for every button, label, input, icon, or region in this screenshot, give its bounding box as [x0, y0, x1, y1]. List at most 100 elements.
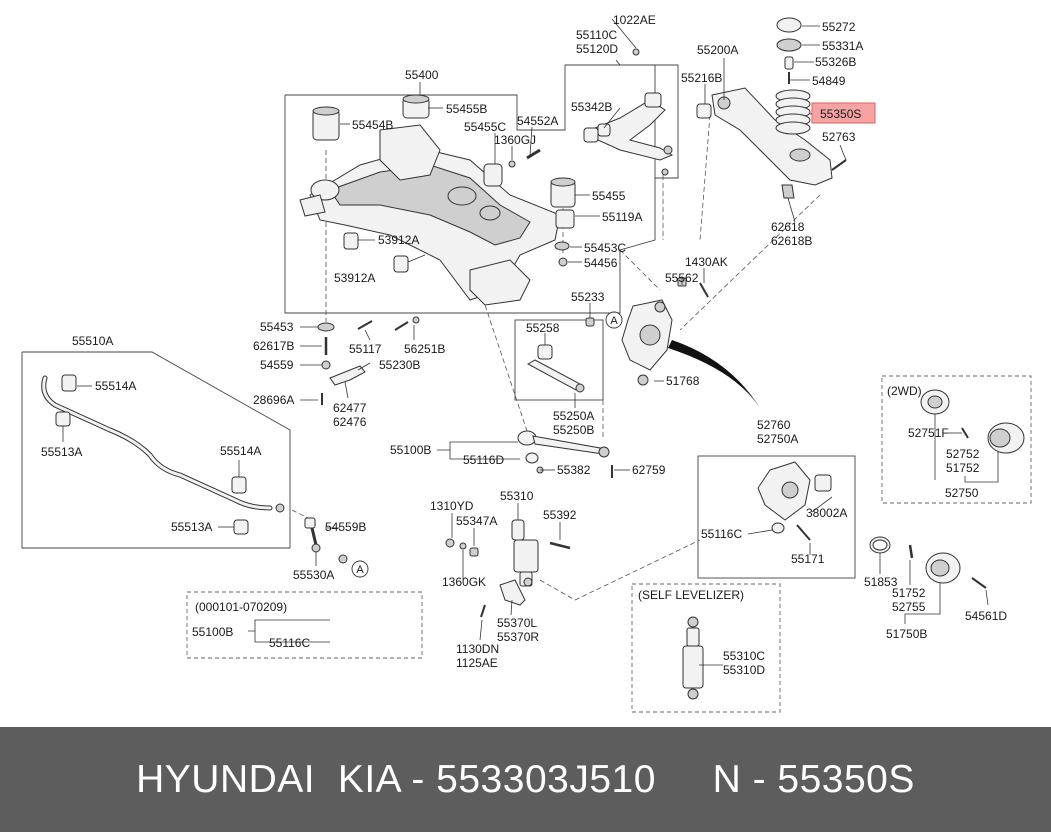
part-label: 55370R: [497, 630, 539, 644]
date-range-label: (000101-070209): [195, 600, 287, 614]
part-label: 55562: [665, 271, 699, 285]
part-label: 1310YD: [430, 499, 474, 513]
part-label: 52763: [822, 130, 856, 144]
part-label: 54849: [812, 74, 846, 88]
date-range-frame: [186, 591, 423, 659]
washer-55453C: [554, 241, 570, 251]
upper-arm-frame: [568, 64, 679, 179]
part-label: 55347A: [456, 514, 497, 528]
part-labels: 1022AE 55272 55331A 55326B 54849 55350S …: [41, 13, 1007, 677]
bushing-55454B: [312, 106, 340, 141]
part-label: 52752: [946, 447, 980, 461]
callout-a-knuckle-text: A: [610, 315, 618, 327]
part-label: 1130DN: [456, 642, 499, 656]
part-label: 1430AK: [685, 255, 728, 269]
twowd-label: (2WD): [887, 384, 922, 398]
part-label: 62476: [333, 415, 367, 429]
callout-a-link: A: [351, 560, 369, 578]
part-label: 55514A: [95, 379, 136, 393]
part-label-highlighted: 55350S: [820, 107, 861, 121]
bushing-53912A-1: [343, 232, 359, 250]
leader-lines: [62, 18, 999, 666]
self-leveler-frame: [631, 583, 781, 713]
bumper-55326B: [784, 56, 794, 70]
part-label: 55326B: [815, 55, 856, 69]
knuckle-detail: [757, 461, 832, 541]
bracket-55230B: [329, 365, 366, 386]
part-label: 54456: [584, 256, 618, 270]
part-label: 54559: [260, 358, 294, 372]
part-label: 62618B: [771, 234, 812, 248]
curved-arrow: [668, 340, 760, 408]
part-label: 55370L: [497, 616, 537, 630]
part-label: 54561D: [965, 609, 1007, 623]
part-label: 52755: [892, 600, 926, 614]
part-label: 55116D: [463, 453, 504, 467]
self-leveler-label: (SELF LEVELIZER): [638, 588, 744, 602]
part-label: 1360GK: [442, 575, 486, 589]
part-label: 55230B: [379, 358, 420, 372]
part-label: 53912A: [334, 271, 375, 285]
bolt-54552A: [526, 148, 541, 160]
part-label: 55258: [526, 321, 560, 335]
twowd-frame: [881, 375, 1032, 504]
footer-part-number: HYUNDAI KIA - 553303J510 N - 55350S: [136, 757, 915, 801]
part-label: 52750A: [757, 432, 798, 446]
self-leveler-shock: [682, 616, 704, 700]
part-label: 51752: [892, 586, 926, 600]
part-label: 55382: [557, 463, 591, 477]
nut-54559: [321, 360, 331, 370]
trailing-arm: [517, 430, 613, 478]
stabilizer-bar: [41, 375, 285, 513]
part-label: 55119A: [602, 210, 642, 224]
part-label: 55120D: [576, 42, 618, 56]
part-label: 28696A: [253, 393, 294, 407]
hub-2wd: [920, 389, 1025, 454]
part-label: 55117: [349, 342, 382, 356]
assist-arm-frame: [514, 319, 604, 401]
part-label: 62477: [333, 401, 367, 415]
part-label: 55513A: [41, 445, 82, 459]
part-label: 55310: [500, 489, 534, 503]
bushing-55455: [550, 177, 576, 208]
bushing-55513A-1: [55, 411, 71, 427]
bushing-55455B: [402, 94, 430, 119]
footer-bar: HYUNDAI KIA - 553303J510 N - 55350S: [0, 727, 1051, 832]
part-label: 56251B: [404, 342, 445, 356]
part-label: 55171: [791, 552, 825, 566]
bolt-55117: [357, 320, 373, 330]
part-label: 55116C: [701, 527, 742, 541]
part-label: 51752: [946, 461, 980, 475]
part-label: 62618: [771, 220, 805, 234]
bushing-55455C: [483, 163, 503, 187]
part-label: 55455C: [464, 120, 506, 134]
part-label: 55513A: [171, 520, 212, 534]
spring-pad-55272: [776, 17, 802, 33]
part-label: 54559B: [325, 520, 366, 534]
stabilizer-link: [304, 517, 348, 564]
lower-arm: [696, 87, 833, 199]
rear-suspension-exploded-diagram: A A (000101-070209) (2WD) (SELF LEVELIZE…: [21, 13, 1032, 713]
part-label: 55100B: [390, 443, 431, 457]
part-label: 52750: [945, 486, 979, 500]
washer-55453: [317, 322, 335, 332]
part-label: 55455B: [446, 102, 487, 116]
spring-pad-55331A: [776, 38, 802, 52]
part-label: 55514A: [220, 444, 261, 458]
bolt-52763: [831, 159, 847, 171]
part-label: 51768: [666, 374, 700, 388]
nut-54456: [558, 257, 568, 267]
part-label: 55250A: [553, 409, 594, 423]
part-label: 55116C: [269, 636, 310, 650]
highlight-box-55350S: [811, 102, 876, 124]
part-label: 55392: [543, 508, 577, 522]
part-label: 1022AE: [613, 13, 656, 27]
part-label: 55455: [592, 189, 626, 203]
part-label: 52760: [757, 418, 791, 432]
part-label: 55342B: [571, 100, 612, 114]
assembly-lines: [291, 100, 821, 601]
bushing-53912A-2: [393, 255, 409, 273]
part-label: 55453C: [584, 241, 626, 255]
part-label: 55233: [571, 290, 605, 304]
part-label: 55216B: [681, 71, 722, 85]
